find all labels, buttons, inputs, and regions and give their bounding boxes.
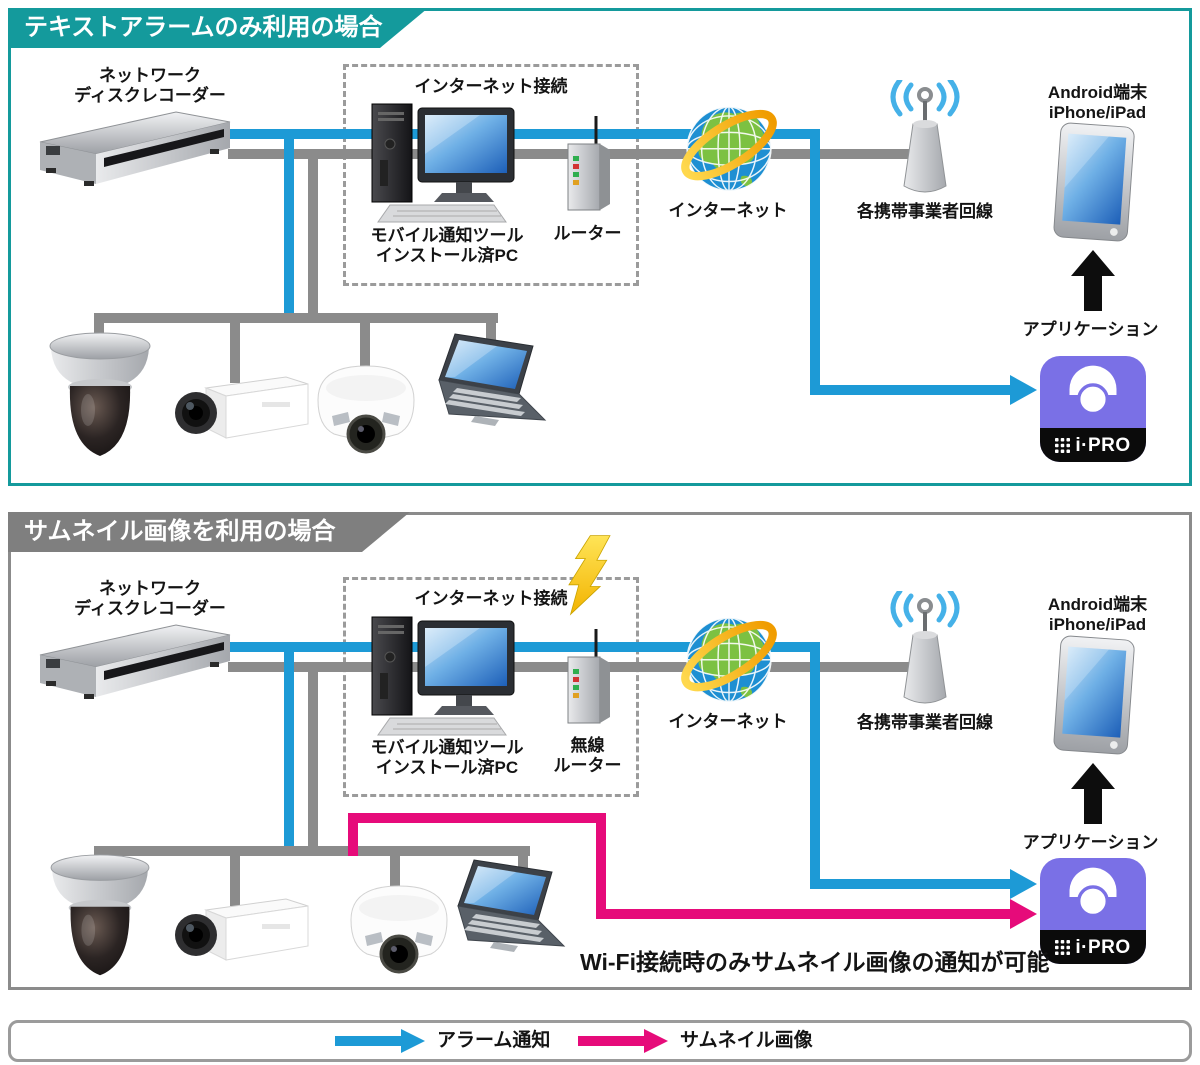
legend-alarm-arrowhead	[401, 1029, 425, 1053]
legend-alarm-arrow	[335, 1036, 401, 1046]
panel1-pc-label: モバイル通知ツール インストール済PC	[370, 226, 524, 266]
panel2-network-line-drop	[308, 662, 318, 856]
panel2-notification-pc	[368, 615, 518, 737]
ipro-dots-icon	[1055, 438, 1070, 453]
panel1-ptz-dome-camera	[48, 330, 153, 468]
panel1-router	[556, 116, 616, 216]
panel1-alarm-line-to-app	[810, 385, 1010, 395]
panel2-drop-fisheye-camera	[390, 846, 400, 888]
panel1-alarm-line-horizontal	[222, 129, 820, 139]
panel1-network-line-drop	[308, 149, 318, 323]
panel2-mobile-devices-label: Android端末 iPhone/iPad	[1047, 595, 1148, 635]
panel1-recorder-label: ネットワーク ディスクレコーダー	[74, 66, 226, 106]
panel1-notification-pc	[368, 102, 518, 224]
panel1-mobile-devices-label: Android端末 iPhone/iPad	[1047, 83, 1148, 123]
panel2-recorder-label: ネットワーク ディスクレコーダー	[74, 579, 226, 619]
panel2-internet-globe	[678, 603, 780, 711]
panel1-drop-dome-camera	[94, 313, 104, 343]
panel1-network-disk-recorder	[34, 104, 234, 189]
panel2-pc-label: モバイル通知ツール インストール済PC	[370, 738, 524, 778]
panel2-wifi-note: Wi-Fi接続時のみサムネイル画像の通知が可能	[580, 949, 1050, 975]
panel2-thumbnail-line-top	[348, 813, 606, 823]
legend-thumbnail-arrow	[578, 1036, 644, 1046]
panel2-network-disk-recorder	[34, 617, 234, 702]
panel2-thumbnail-arrowhead	[1010, 899, 1037, 929]
panel2-thumbnail-line-to-app	[596, 909, 1010, 919]
panel1-internet-label: インターネット	[668, 201, 788, 220]
panel2-carrier-antenna	[884, 591, 966, 711]
panel2-router-label: 無線 ルーター	[553, 736, 622, 776]
panel1-fisheye-camera	[310, 360, 422, 460]
panel2-ptz-dome-camera	[48, 852, 153, 987]
panel2-header: サムネイル画像を利用の場合	[8, 512, 410, 552]
panel1-internet-connection-box	[343, 64, 639, 286]
panel1-drop-laptop	[486, 313, 496, 341]
legend-thumbnail-arrowhead	[644, 1029, 668, 1053]
panel2-alarm-line-to-app	[810, 879, 1010, 889]
panel1-application-arrow-icon	[1071, 250, 1115, 312]
panel1-drop-box-camera	[230, 313, 240, 383]
panel2-carrier-label: 各携帯事業者回線	[857, 713, 993, 732]
panel2-alarm-line-down	[810, 642, 820, 889]
legend-thumbnail-label: サムネイル画像	[680, 1030, 813, 1051]
panel1-drop-fisheye-camera	[360, 313, 370, 368]
panel2-alarm-arrowhead	[1010, 869, 1037, 899]
panel1-laptop	[433, 332, 559, 438]
panel1-alarm-line-down	[810, 129, 820, 395]
panel2-drop-laptop	[518, 846, 528, 868]
panel2-ipro-logo: i·PRO	[1075, 936, 1131, 958]
dome-camera-icon	[1062, 364, 1124, 416]
panel1-camera-bus	[94, 313, 498, 323]
panel1-carrier-antenna	[884, 80, 966, 200]
panel2-internet-connection-box	[343, 577, 639, 797]
panel2-box-camera	[166, 896, 312, 968]
panel2-drop-box-camera	[230, 846, 240, 906]
panel2-thumbnail-line-down	[596, 813, 606, 919]
panel1-internet-globe	[678, 92, 780, 200]
legend-alarm-label: アラーム通知	[437, 1030, 551, 1051]
panel2-smartphone	[1048, 635, 1140, 757]
panel1-ipro-band: i·PRO	[1040, 428, 1146, 462]
dome-camera-icon	[1062, 866, 1124, 918]
panel2-camera-bus	[94, 846, 530, 856]
panel2-alarm-line-drop	[284, 642, 294, 856]
panel1-internet-connection-label: インターネット接続	[414, 77, 568, 96]
panel1-ipro-app-icon: i·PRO	[1040, 356, 1146, 462]
panel2-fisheye-camera	[343, 880, 455, 980]
panel1-box-camera	[166, 374, 312, 446]
panel2-application-label: アプリケーション	[1022, 833, 1159, 852]
panel2-laptop	[452, 858, 578, 964]
panel2-internet-label: インターネット	[668, 712, 788, 731]
panel2-ipro-app-icon: i·PRO	[1040, 858, 1146, 964]
panel1-smartphone	[1048, 122, 1140, 244]
panel1-alarm-line-drop	[284, 129, 294, 323]
panel2-thumbnail-line-from-bus	[348, 813, 358, 856]
panel2-internet-connection-label: インターネット接続	[414, 589, 568, 608]
panel1-application-label: アプリケーション	[1022, 320, 1159, 339]
panel1-alarm-arrowhead	[1010, 375, 1037, 405]
panel1-router-label: ルーター	[553, 224, 622, 243]
panel2-wireless-router	[556, 629, 616, 729]
panel1-header: テキストアラームのみ利用の場合	[8, 8, 428, 48]
panel1-ipro-logo: i·PRO	[1075, 434, 1131, 456]
panel2-ipro-band: i·PRO	[1040, 930, 1146, 964]
panel2-alarm-line-horizontal	[222, 642, 820, 652]
panel2-application-arrow-icon	[1071, 763, 1115, 825]
ipro-dots-icon	[1055, 940, 1070, 955]
panel1-carrier-label: 各携帯事業者回線	[857, 202, 993, 221]
